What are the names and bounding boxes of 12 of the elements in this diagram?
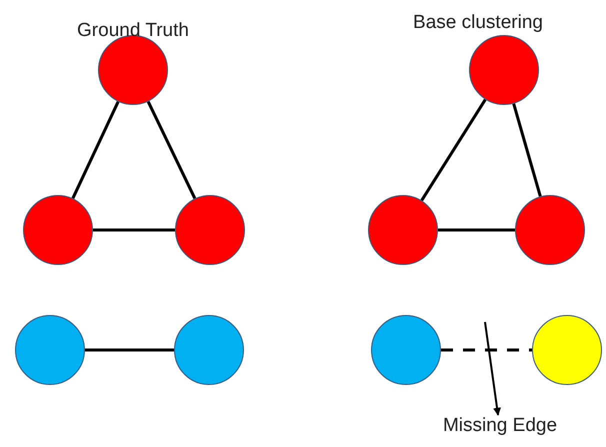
edge-line bbox=[512, 103, 542, 197]
edge-line bbox=[93, 228, 175, 232]
edge-line bbox=[85, 348, 174, 352]
dashed-edge bbox=[441, 348, 532, 352]
panel-title: Base clustering bbox=[413, 12, 543, 34]
annotation-text: Missing Edge bbox=[420, 415, 580, 437]
edge-line bbox=[438, 228, 515, 232]
edge-line bbox=[72, 101, 120, 199]
edge-line bbox=[420, 98, 487, 202]
leader-arrow bbox=[484, 322, 501, 416]
edge-line bbox=[146, 100, 196, 200]
panel-title: Ground Truth bbox=[77, 20, 189, 42]
